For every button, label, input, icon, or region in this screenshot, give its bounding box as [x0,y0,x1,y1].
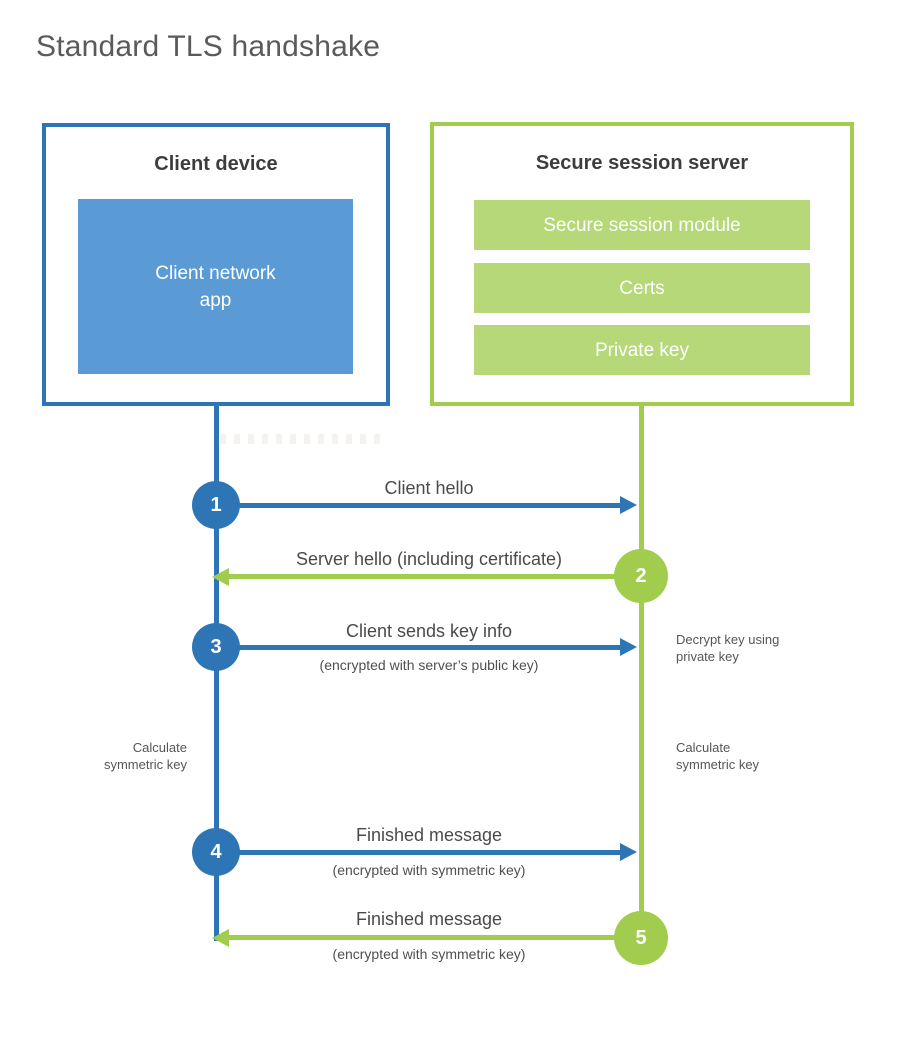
client-lifeline [214,406,219,941]
server-lifeline [639,406,644,964]
step-5-number: 5 [635,926,647,949]
step-4-sublabel: (encrypted with symmetric key) [332,862,526,878]
server-module-label: Private key [595,339,689,361]
step-1-number: 1 [210,493,222,516]
note-decrypt-key: Decrypt key using private key [676,632,780,664]
step-5-circle: 5 [614,911,668,965]
client-device-title: Client device [154,153,278,175]
step-1-circle: 1 [192,481,240,529]
client-device-box: Client device Client network app [42,123,390,406]
step-1-arrowhead [620,496,637,514]
client-network-app-label: Client network app [155,262,276,311]
step-3-arrow-line [216,645,621,650]
step-2-label: Server hello (including certificate) [295,549,563,569]
step-3-label: Client sends key info [345,621,513,641]
step-2-arrow-line [226,574,641,579]
note-calculate-symmetric-key-right: Calculate symmetric key [676,740,760,772]
client-network-app-box: Client network app [78,199,353,374]
step-4-arrowhead [620,843,637,861]
step-5-arrow-line [226,935,641,940]
server-module-bar: Certs [474,263,810,313]
step-2-arrowhead [212,568,229,586]
server-box: Secure session server Secure session mod… [430,122,854,406]
step-5-arrowhead [212,929,229,947]
note-calculate-symmetric-key-left: Calculate symmetric key [103,740,187,772]
step-3-sublabel: (encrypted with server’s public key) [319,657,539,673]
step-1-arrow-line [216,503,621,508]
step-2-circle: 2 [614,549,668,603]
server-module-bar: Private key [474,325,810,375]
ghost-dashed-line [220,434,388,444]
page-title: Standard TLS handshake [36,30,381,63]
step-2-number: 2 [635,564,647,587]
step-3-circle: 3 [192,623,240,671]
step-4-label: Finished message [355,825,503,845]
step-1-label: Client hello [384,478,474,498]
step-5-sublabel: (encrypted with symmetric key) [332,946,526,962]
step-3-number: 3 [210,635,222,658]
step-3-arrowhead [620,638,637,656]
server-title: Secure session server [535,152,749,174]
step-4-arrow-line [216,850,621,855]
server-module-label: Certs [619,277,665,299]
step-4-number: 4 [210,840,222,863]
server-module-label: Secure session module [543,214,741,236]
step-4-circle: 4 [192,828,240,876]
step-5-label: Finished message [355,909,503,929]
server-module-bar: Secure session module [474,200,810,250]
